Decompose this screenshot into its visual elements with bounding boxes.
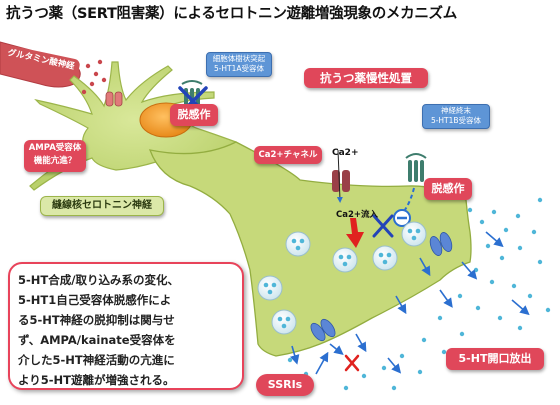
terminal-desens-callout: 脱感作 bbox=[424, 178, 472, 200]
vesicle bbox=[401, 221, 427, 247]
note-line: 5-HT1自己受容体脱感作によ bbox=[18, 293, 172, 307]
ca-arrow-small bbox=[336, 149, 343, 203]
ampa-line2: 機能亢進？ bbox=[33, 156, 77, 166]
chronic-treatment-badge: 抗うつ薬慢性処置 bbox=[304, 68, 428, 88]
vesicle bbox=[332, 247, 358, 273]
ca-channel-label: Ca2+チャネル bbox=[254, 146, 322, 164]
soma-desens-text: 脱感作 bbox=[177, 108, 211, 121]
ca-ion-label: Ca2+ bbox=[332, 148, 359, 158]
vesicles bbox=[257, 221, 427, 335]
vesicle bbox=[372, 245, 398, 271]
note-line: ず、AMPA/kainate受容体を bbox=[18, 333, 176, 347]
axon-terminal bbox=[149, 141, 472, 357]
inhibition-arrow bbox=[401, 187, 415, 215]
glutamate-dots bbox=[81, 59, 107, 95]
ampa-line1: AMPA受容体 bbox=[28, 143, 82, 153]
receptor-1b-line1: 神経終末 bbox=[441, 106, 471, 115]
note-line: より5-HT遊離が増強される。 bbox=[18, 373, 175, 387]
ca-influx-arrow bbox=[346, 218, 364, 248]
chronic-text: 抗うつ薬慢性処置 bbox=[320, 71, 412, 85]
ca-influx-label: Ca2+流入 bbox=[336, 210, 379, 220]
receptor-1b-label: 神経終末 5-HT1B受容体 bbox=[422, 104, 490, 129]
soma-desens-callout: 脱感作 bbox=[170, 104, 218, 126]
receptor-1b-line2: 5-HT1B受容体 bbox=[430, 116, 482, 125]
ssri-block-cross bbox=[344, 354, 360, 372]
ca-channel bbox=[332, 170, 350, 192]
note-line: 介した5-HT神経活動の亢進に bbox=[18, 353, 175, 367]
receptor-1a-label: 細胞体樹状突起 5-HT1A受容体 bbox=[206, 52, 272, 77]
ssri-badge: SSRIs bbox=[256, 374, 314, 396]
release-arrows bbox=[290, 231, 530, 374]
sert-transporters bbox=[310, 232, 453, 342]
raphe-text: 縫線核セロトニン神経 bbox=[52, 200, 152, 211]
cross-terminal bbox=[372, 214, 394, 238]
released-serotonin bbox=[287, 197, 551, 391]
receptor-5ht1b bbox=[405, 153, 427, 182]
raphe-neuron-label: 縫線核セロトニン神経 bbox=[40, 196, 164, 216]
summary-note: 5-HT合成/取り込み系の変化、 5-HT1自己受容体脱感作によ る5-HT神経… bbox=[8, 262, 244, 390]
receptor-1a-line2: 5-HT1A受容体 bbox=[213, 64, 265, 73]
release-text: 5-HT開口放出 bbox=[458, 352, 532, 365]
ca-channel-text: Ca2+チャネル bbox=[258, 150, 318, 160]
note-line: る5-HT神経の脱抑制は関与せ bbox=[18, 313, 175, 327]
ssri-text: SSRIs bbox=[267, 378, 303, 391]
ampa-receptor bbox=[105, 91, 123, 107]
page-title: 抗うつ薬（SERT阻害薬）によるセロトニン遊離増強現象のメカニズム bbox=[6, 6, 457, 22]
release-callout: 5-HT開口放出 bbox=[446, 348, 544, 370]
vesicle bbox=[285, 231, 311, 257]
terminal-desens-text: 脱感作 bbox=[431, 182, 465, 195]
note-line: 5-HT合成/取り込み系の変化、 bbox=[18, 273, 179, 287]
ssri-arrow bbox=[315, 351, 329, 375]
ampa-callout: AMPA受容体 機能亢進？ bbox=[24, 140, 86, 172]
vesicle bbox=[271, 309, 297, 335]
vesicle bbox=[257, 275, 283, 301]
receptor-1a-line1: 細胞体樹状突起 bbox=[212, 54, 266, 63]
